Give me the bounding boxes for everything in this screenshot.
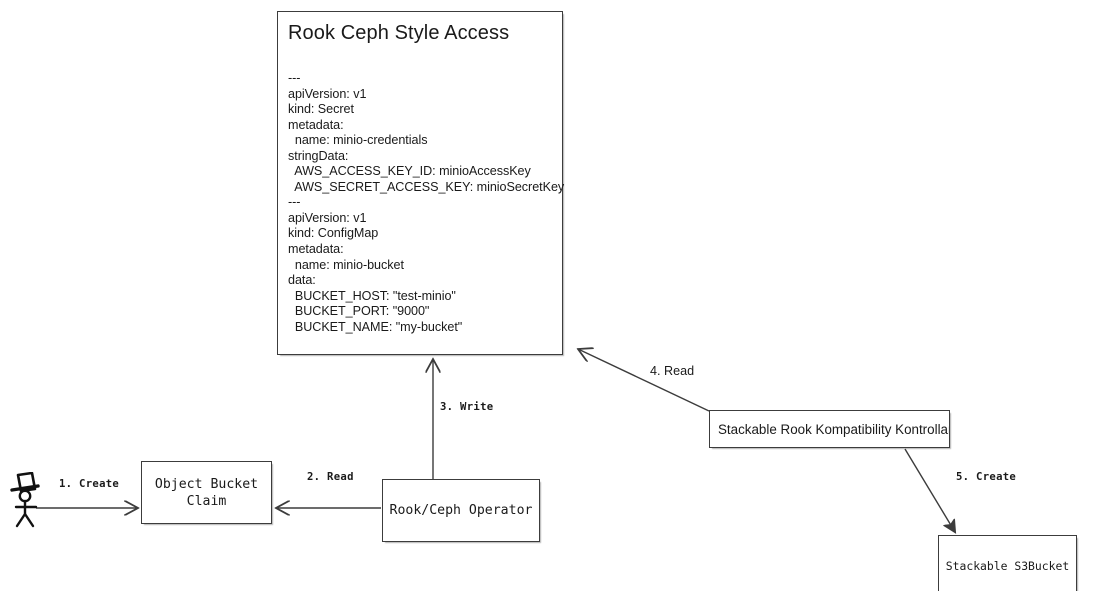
object-bucket-claim-label: Object Bucket Claim xyxy=(154,476,259,509)
card-title: Rook Ceph Style Access xyxy=(288,22,510,44)
edge-label-3-write: 3. Write xyxy=(440,401,494,413)
stackable-rook-kompatibility-kontrollant-node[interactable]: Stackable Rook Kompatibility Kontrollant xyxy=(709,410,950,448)
object-bucket-claim-node[interactable]: Object Bucket Claim xyxy=(141,461,272,524)
rook-ceph-style-access-card: Rook Ceph Style Access --- apiVersion: v… xyxy=(277,11,565,355)
rook-ceph-operator-label: Rook/Ceph Operator xyxy=(389,503,533,518)
stackable-s3bucket-node[interactable]: Stackable S3Bucket xyxy=(938,535,1077,591)
rook-ceph-operator-node[interactable]: Rook/Ceph Operator xyxy=(382,479,540,542)
stackable-rook-kompatibility-kontrollant-label: Stackable Rook Kompatibility Kontrollant xyxy=(718,421,950,437)
user-actor xyxy=(10,472,40,528)
edge-label-2-read: 2. Read xyxy=(307,471,354,483)
edge-label-1-create: 1. Create xyxy=(59,478,120,490)
stackable-s3bucket-label: Stackable S3Bucket xyxy=(945,559,1070,573)
card-yaml-body: --- apiVersion: v1 kind: Secret metadata… xyxy=(288,71,565,334)
edge-5-create xyxy=(904,448,955,532)
edge-4-read xyxy=(578,349,710,412)
edge-label-4-read: 4. Read xyxy=(650,364,695,378)
edge-label-5-create: 5. Create xyxy=(956,471,1017,483)
